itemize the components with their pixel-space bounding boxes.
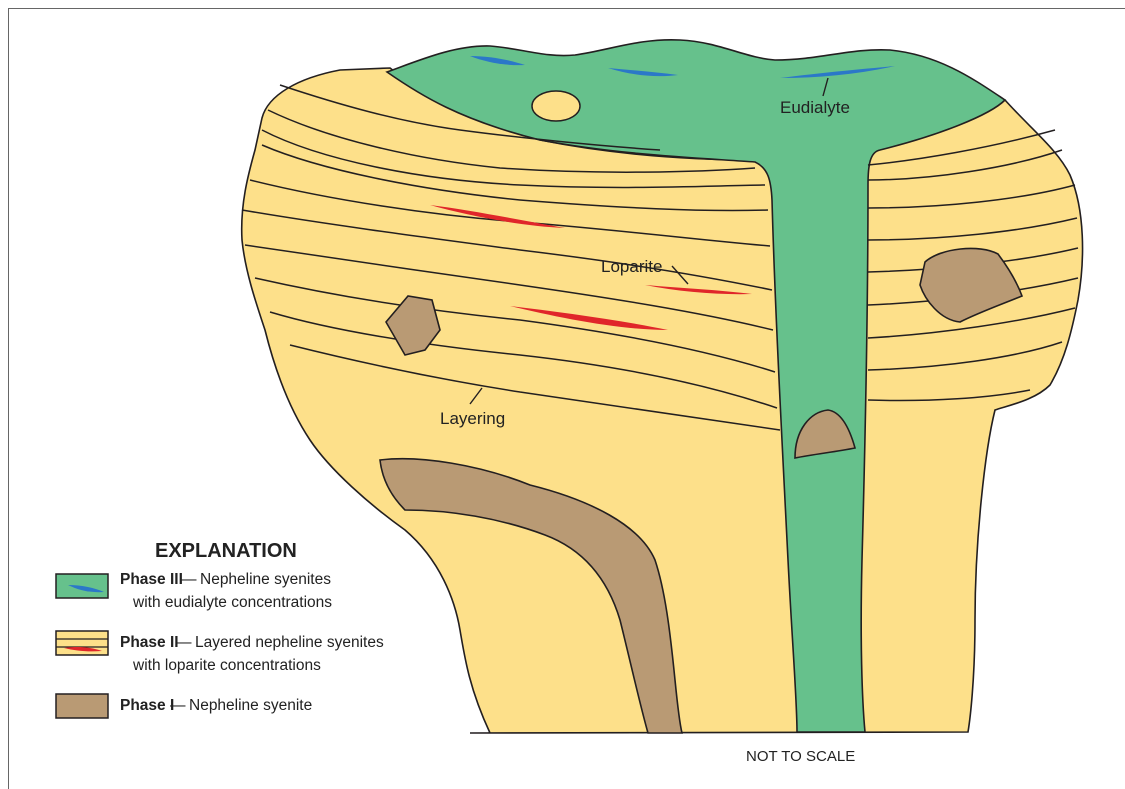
legend-phase3-name: Phase III: [120, 571, 183, 588]
legend-phase3-line2: with eudialyte concentrations: [132, 594, 332, 611]
eudialyte-label: Eudialyte: [780, 98, 850, 117]
legend-phase3-dash: —: [181, 571, 197, 588]
legend: EXPLANATION Phase III — Nepheline syenit…: [56, 540, 384, 718]
legend-phase1-name: Phase I: [120, 697, 174, 714]
legend-swatch-phase2: [56, 631, 108, 655]
legend-phase2-line1: Layered nepheline syenites: [195, 634, 384, 651]
scale-note: NOT TO SCALE: [746, 748, 855, 765]
legend-phase2-dash: —: [176, 634, 192, 651]
legend-phase2-name: Phase II: [120, 634, 179, 651]
legend-swatch-phase1: [56, 694, 108, 718]
loparite-label: Loparite: [601, 257, 662, 276]
legend-phase1-line1: Nepheline syenite: [189, 697, 312, 714]
legend-title: EXPLANATION: [155, 540, 297, 562]
legend-phase3-line1: Nepheline syenites: [200, 571, 331, 588]
legend-phase1-dash: —: [170, 697, 186, 714]
legend-phase2-line2: with loparite concentrations: [132, 657, 321, 674]
layering-label: Layering: [440, 409, 505, 428]
phase2-inclusion: [532, 91, 580, 121]
